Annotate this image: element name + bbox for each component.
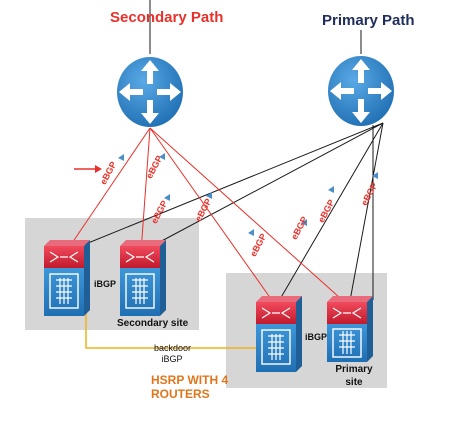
link-arrow-icon [301,219,307,226]
link-arrow-icon [164,194,170,201]
link-arrow-markers [118,153,378,236]
link-arrow-icon [206,192,212,199]
primary-link-1 [65,122,384,253]
secondary-site-label: Secondary site [117,318,189,329]
primary-links [65,122,384,307]
link-arrow-icon [248,229,254,236]
primary-router-icon [328,56,394,126]
primary-site-label: Primary site [335,364,373,388]
primary-switch-2-icon [327,296,373,362]
ebgp-link-1 [65,127,151,253]
secondary-switch-2-icon [120,240,166,316]
arrow-head-icon [95,165,102,173]
ibgp-label: iBGP [305,332,328,342]
primary-link-4 [348,122,384,307]
secondary-router-icon [117,57,183,127]
primary-path-title: Primary Path [322,12,415,29]
ebgp-link-2 [140,127,151,253]
secondary-switch-1-icon [44,240,90,316]
link-arrow-icon [372,172,378,179]
ibgp-label: iBGP [94,279,117,289]
primary-link-2 [140,122,384,253]
backdoor-label: backdoor iBGP [154,343,192,364]
secondary-path-title: Secondary Path [110,9,224,26]
primary-link-3 [275,122,384,307]
link-arrow-icon [118,154,124,161]
primary-switch-1-icon [256,296,302,372]
ebgp-link-4 [149,127,350,307]
link-arrow-icon [328,186,334,193]
link-arrow-icon [159,153,165,160]
ebgp-link-3 [149,127,277,307]
ebgp-links [65,127,350,307]
hsrp-annotation: HSRP WITH 4 ROUTERS [151,373,229,401]
